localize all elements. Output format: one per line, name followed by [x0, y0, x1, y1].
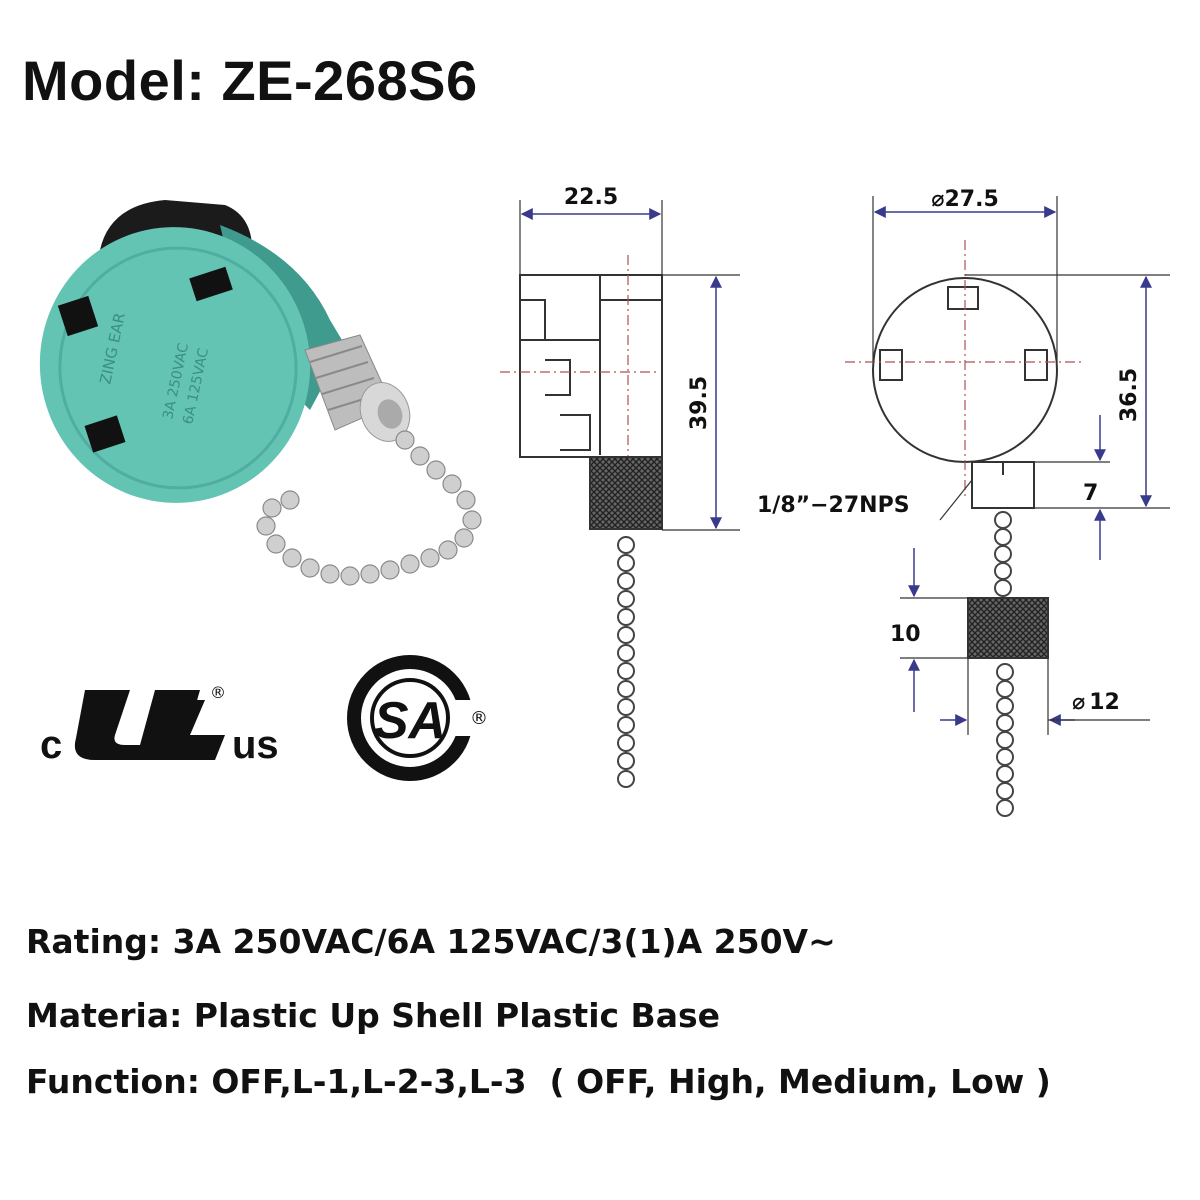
csa-certification-logo: SA ® — [347, 655, 488, 781]
csa-letters: SA — [374, 692, 446, 750]
svg-text:®: ® — [210, 683, 226, 702]
function-spec: Function: OFF,L-1,L-2-3,L-3 ( OFF, High,… — [26, 1062, 1051, 1101]
material-spec: Materia: Plastic Up Shell Plastic Base — [26, 996, 720, 1035]
collar-height-label: 7 — [1083, 481, 1098, 506]
ul-certification-logo: c ® us — [40, 683, 279, 767]
switch-photo: ZING EAR 3A 250VAC 6A 125VAC — [39, 200, 482, 586]
ul-suffix: us — [232, 723, 279, 767]
thread-spec-label: 1/8”−27NPS — [757, 493, 910, 518]
model-title: Model: ZE-268S6 — [22, 49, 478, 112]
bead-chain — [256, 430, 482, 586]
front-view-drawing — [845, 196, 1170, 817]
knob-diameter-label: ⌀12 — [1072, 690, 1120, 715]
front-diameter-label: ⌀27.5 — [931, 187, 999, 212]
svg-text:®: ® — [470, 708, 488, 729]
rating-spec: Rating: 3A 250VAC/6A 125VAC/3(1)A 250V~ — [26, 922, 836, 961]
side-view-drawing — [500, 200, 740, 788]
side-height-label: 39.5 — [687, 376, 712, 430]
side-width-label: 22.5 — [564, 185, 618, 210]
ul-prefix: c — [40, 723, 62, 767]
front-height-label: 36.5 — [1117, 368, 1142, 422]
knob-height-label: 10 — [890, 622, 921, 647]
